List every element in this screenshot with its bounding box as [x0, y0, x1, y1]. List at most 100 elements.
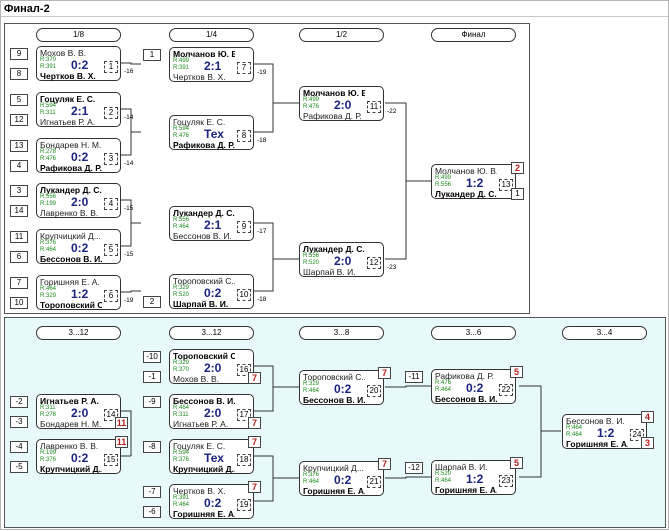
connector-m18-m21 [254, 455, 299, 479]
eliminated-place-top: 7 [248, 481, 261, 493]
match-number: 12 [367, 257, 381, 269]
player-1-name: Крупчицкий Д... [303, 463, 364, 473]
loser-destination: -18 [257, 296, 267, 303]
eliminated-place-top: 5 [510, 457, 523, 469]
player-1-name: Гоцуляк Е. С. [173, 441, 226, 451]
match-number: 9 [237, 221, 251, 233]
seed-top: -2 [10, 396, 28, 408]
player-1-rating: R:370 [40, 57, 57, 63]
seed-bottom: 12 [10, 114, 28, 126]
player-2-name: Бессонов В. И. [303, 395, 365, 405]
match-number: 8 [237, 130, 251, 142]
player-1-name: Крупчицкий Д... [40, 231, 101, 241]
seed-bottom: 8 [10, 68, 28, 80]
player-1-rating: R:329 [173, 360, 190, 366]
player-2-rating: R:476 [40, 156, 57, 162]
eliminated-place-top: 11 [115, 436, 128, 448]
player-2-rating: R:464 [173, 502, 190, 508]
match-score: 2:0 [71, 406, 89, 420]
seed-bottom: 10 [10, 297, 28, 309]
seed-bottom: -5 [10, 461, 28, 473]
player-2-name: Рафикова Д. Р. [40, 163, 102, 173]
eliminated-place-top: 7 [378, 367, 391, 379]
connector-m7-m11 [254, 63, 299, 104]
player-2-name: Чертков В. Х. [40, 71, 96, 81]
connector-m1-m7 [121, 62, 141, 65]
connector-m8-m11 [254, 103, 274, 133]
player-1-rating: R:278 [40, 149, 57, 155]
match-number: 7 [237, 62, 251, 74]
match-score: 0:2 [334, 382, 352, 396]
player-1-name: Тороповский С... [173, 276, 235, 286]
player-2-rating: R:391 [40, 64, 57, 70]
match-number: 21 [367, 476, 381, 488]
player-2-rating: R:464 [566, 432, 583, 438]
round-header: 3...12 [169, 326, 254, 340]
connector-m16-m20 [254, 365, 299, 388]
match-score: 2:1 [71, 104, 89, 118]
match-number: 6 [104, 290, 118, 302]
connector-m12-m13 [385, 181, 407, 260]
player-1-name: Бондарев Н. М. [40, 140, 102, 150]
player-2-rating: R:376 [40, 457, 57, 463]
player-1-rating: R:476 [435, 380, 452, 386]
connector-m21-m23 [385, 476, 431, 479]
seed-bottom: -3 [10, 416, 28, 428]
player-1-rating: R:594 [173, 126, 190, 132]
connector-m22-m24 [519, 385, 561, 432]
seed-top: -12 [405, 462, 423, 474]
match-number: 22 [499, 384, 513, 396]
match-score: 2:0 [204, 406, 222, 420]
seed-top: 7 [10, 277, 28, 289]
round-header: 3...4 [562, 326, 647, 340]
player-2-name: Шарпай В. И. [303, 267, 356, 277]
connector-m23-m24 [519, 431, 542, 478]
loser-destination: -14 [124, 160, 134, 167]
connector-m4-m9 [121, 199, 141, 224]
player-2-rating: R:464 [303, 479, 320, 485]
seed-top: 13 [10, 140, 28, 152]
loser-destination: -14 [124, 114, 134, 121]
match-score: 2:0 [334, 254, 352, 268]
match-number: 17 [237, 409, 251, 421]
round-header: 3...12 [36, 326, 121, 340]
seed-top: -8 [143, 441, 161, 453]
seed-bottom: 14 [10, 205, 28, 217]
player-2-name: Горишняя Е. А. [173, 509, 235, 519]
connector-m2-m8 [121, 108, 141, 133]
match-number: 15 [104, 454, 118, 466]
player-2-rating: R:199 [40, 201, 57, 207]
player-2-rating: R:391 [173, 65, 190, 71]
connector-m14 [121, 410, 132, 456]
player-1-name: Молчанов Ю. В. [303, 88, 365, 98]
player-1-rating: R:329 [173, 285, 190, 291]
match-score: 2:1 [204, 218, 222, 232]
match-number: 24 [630, 429, 644, 441]
player-2-name: Лукандер Д. С. [435, 189, 497, 199]
